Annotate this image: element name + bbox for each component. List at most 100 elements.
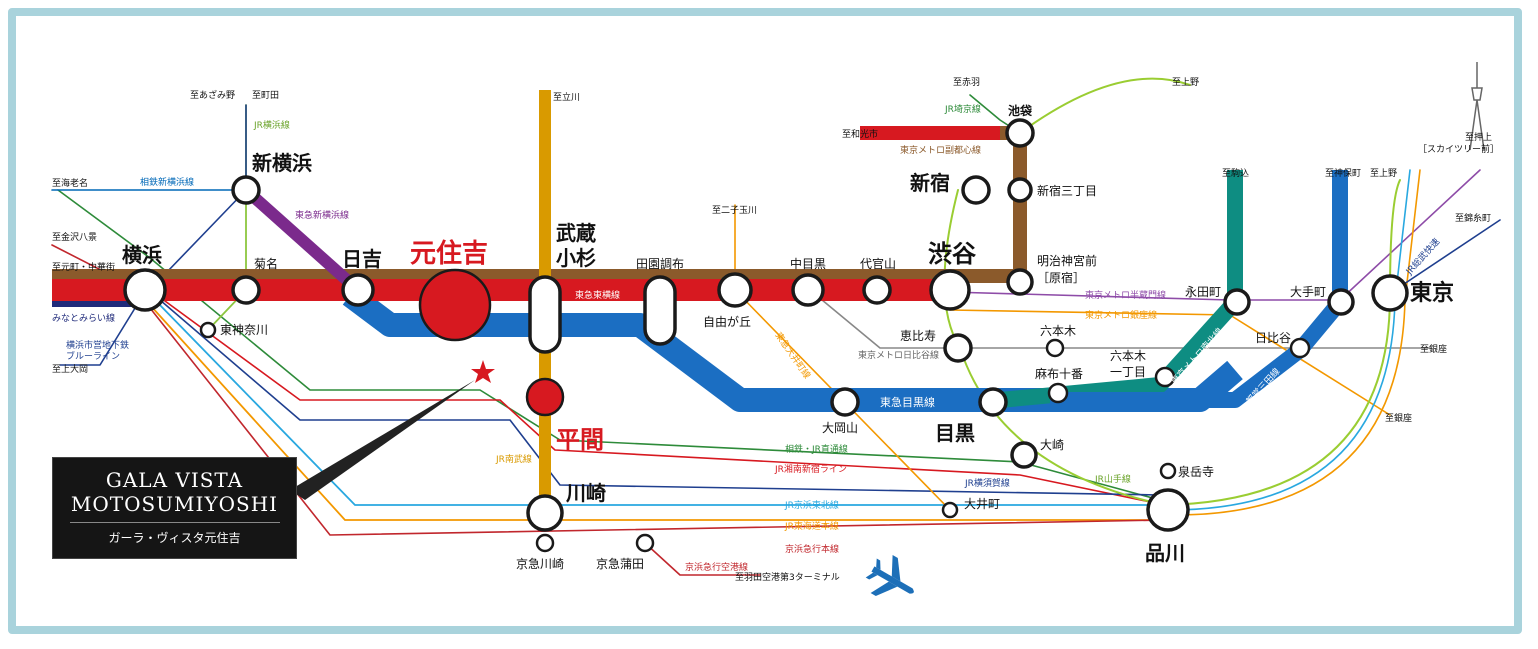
dir-akabane: 至赤羽 bbox=[953, 77, 980, 88]
label-keikyu-kamata: 京急蒲田 bbox=[596, 556, 644, 571]
dir-ginza-2: 至銀座 bbox=[1385, 412, 1412, 424]
station-roppongi-itchome[interactable] bbox=[1154, 366, 1176, 388]
sobu-rapid-line bbox=[1394, 219, 1501, 291]
label-otemachi: 大手町 bbox=[1290, 285, 1326, 299]
dir-wakoshi: 至和光市 bbox=[842, 128, 878, 140]
station-otemachi[interactable] bbox=[1327, 288, 1355, 316]
tokaido-east bbox=[1174, 169, 1421, 516]
label-jiyugaoka: 自由が丘 bbox=[703, 314, 751, 329]
dir-ueno-top: 至上野 bbox=[1172, 77, 1199, 88]
station-hibiya[interactable] bbox=[1289, 337, 1311, 359]
label-daikanyama: 代官山 bbox=[860, 256, 896, 271]
dir-oshiage-1: 至押上 bbox=[1465, 131, 1492, 143]
dir-ginza-1: 至銀座 bbox=[1420, 343, 1447, 355]
label-roppongi-itchome-2: 一丁目 bbox=[1110, 365, 1146, 379]
label-hiyoshi: 日吉 bbox=[342, 247, 382, 271]
line-label-tokaido: JR東海道本線 bbox=[784, 520, 839, 532]
station-shinagawa[interactable] bbox=[1146, 488, 1190, 532]
label-ikebukuro: 池袋 bbox=[1008, 103, 1033, 118]
station-motosumiyoshi[interactable] bbox=[418, 268, 492, 342]
dir-oshiage-2: ［スカイツリー前］ bbox=[1418, 143, 1499, 155]
station-nagatacho[interactable] bbox=[1223, 288, 1251, 316]
station-ikebukuro[interactable] bbox=[1005, 118, 1035, 148]
label-sengakuji: 泉岳寺 bbox=[1178, 465, 1214, 479]
label-shibuya: 渋谷 bbox=[928, 240, 977, 268]
label-shinjuku-sanchome: 新宿三丁目 bbox=[1037, 183, 1097, 198]
line-label-nambu: JR南武線 bbox=[495, 453, 532, 465]
station-musashi-kosugi[interactable] bbox=[528, 275, 562, 354]
station-shinjuku-sanchome[interactable] bbox=[1007, 177, 1033, 203]
station-kawasaki[interactable] bbox=[526, 494, 564, 532]
dir-kanazawa-hakkei: 至金沢八景 bbox=[52, 231, 97, 243]
label-hirama: 平間 bbox=[556, 426, 604, 454]
callout-title-1: GALA VISTA bbox=[105, 468, 244, 492]
station-azabu-juban[interactable] bbox=[1047, 382, 1069, 404]
station-higashi-kanagawa[interactable] bbox=[199, 321, 217, 339]
label-meiji-jingumae-1: 明治神宮前 bbox=[1037, 253, 1097, 268]
station-yokohama[interactable] bbox=[123, 268, 167, 312]
label-osaki: 大崎 bbox=[1040, 438, 1064, 452]
station-sengakuji[interactable] bbox=[1159, 462, 1177, 480]
station-shinjuku[interactable] bbox=[961, 175, 991, 205]
line-label-blue-2: ブルーライン bbox=[66, 350, 120, 362]
keikyu-airport-line bbox=[644, 542, 761, 576]
line-label-jr-yokohama: JR横浜線 bbox=[253, 119, 290, 131]
dir-futako: 至二子玉川 bbox=[712, 205, 757, 216]
station-keikyu-kawasaki[interactable] bbox=[535, 533, 555, 553]
label-musashi-kosugi-2: 小杉 bbox=[556, 246, 596, 270]
star-icon bbox=[471, 360, 495, 383]
station-hiyoshi[interactable] bbox=[341, 273, 375, 307]
station-meiji-jingumae[interactable] bbox=[1006, 268, 1034, 296]
line-label-hanzomon: 東京メトロ半蔵門線 bbox=[1085, 289, 1166, 301]
line-label-meguro: 東急目黒線 bbox=[880, 395, 935, 409]
label-kikuna: 菊名 bbox=[254, 256, 278, 271]
dir-kinshicho: 至錦糸町 bbox=[1455, 212, 1491, 224]
label-shinjuku: 新宿 bbox=[910, 171, 950, 195]
dir-machida: 至町田 bbox=[252, 90, 279, 101]
dir-ebina: 至海老名 bbox=[52, 177, 88, 189]
label-azabu-juban: 麻布十番 bbox=[1035, 366, 1083, 381]
callout-subtitle: ガーラ・ヴィスタ元住吉 bbox=[108, 531, 241, 545]
label-kawasaki: 川崎 bbox=[565, 481, 606, 505]
callout-title-2: MOTOSUMIYOSHI bbox=[70, 492, 279, 516]
label-keikyu-kawasaki: 京急川崎 bbox=[516, 556, 564, 571]
line-label-toyoko: 東急東横線 bbox=[575, 289, 620, 301]
label-nakameguro: 中目黒 bbox=[790, 256, 826, 271]
station-nakameguro[interactable] bbox=[791, 273, 825, 307]
station-kikuna[interactable] bbox=[231, 275, 261, 305]
station-ebisu[interactable] bbox=[943, 333, 973, 363]
label-shin-yokohama: 新横浜 bbox=[252, 151, 312, 175]
dir-azamino: 至あざみ野 bbox=[190, 89, 235, 101]
property-callout: GALA VISTA MOTOSUMIYOSHI ガーラ・ヴィスタ元住吉 bbox=[52, 457, 297, 559]
station-roppongi[interactable] bbox=[1045, 338, 1065, 358]
label-ebisu: 恵比寿 bbox=[900, 329, 936, 343]
line-label-yamanote: JR山手線 bbox=[1094, 473, 1131, 485]
station-tokyo[interactable] bbox=[1371, 274, 1409, 312]
station-shin-yokohama[interactable] bbox=[231, 175, 261, 205]
line-label-yokosuka: JR横須賀線 bbox=[964, 477, 1010, 489]
line-label-tokyu-shinyokohama: 東急新横浜線 bbox=[295, 209, 349, 221]
station-keikyu-kamata[interactable] bbox=[635, 533, 655, 553]
line-label-ginza: 東京メトロ銀座線 bbox=[1085, 309, 1157, 321]
station-oimachi[interactable] bbox=[941, 501, 959, 519]
station-shibuya[interactable] bbox=[929, 269, 971, 311]
yokosuka-line bbox=[159, 299, 1161, 496]
line-label-keihin-tohoku: JR京浜東北線 bbox=[784, 499, 839, 511]
station-denenchofu[interactable] bbox=[643, 275, 677, 346]
station-meguro[interactable] bbox=[978, 387, 1008, 417]
label-higashi-kanagawa: 東神奈川 bbox=[220, 323, 268, 337]
label-hibiya: 日比谷 bbox=[1255, 331, 1291, 345]
label-nagatacho: 永田町 bbox=[1185, 285, 1221, 299]
station-daikanyama[interactable] bbox=[862, 275, 892, 305]
station-jiyugaoka[interactable] bbox=[717, 272, 753, 308]
station-osaki[interactable] bbox=[1010, 441, 1038, 469]
dir-ueno-right: 至上野 bbox=[1370, 168, 1397, 179]
station-ookayama[interactable] bbox=[830, 387, 860, 417]
label-shinagawa: 品川 bbox=[1145, 541, 1185, 565]
keihin-tohoku-line bbox=[154, 299, 1166, 506]
station-hirama[interactable] bbox=[525, 377, 565, 417]
label-yokohama: 横浜 bbox=[122, 243, 162, 267]
tokyu-shinyokohama-line bbox=[242, 185, 362, 295]
label-roppongi: 六本木 bbox=[1040, 324, 1076, 338]
